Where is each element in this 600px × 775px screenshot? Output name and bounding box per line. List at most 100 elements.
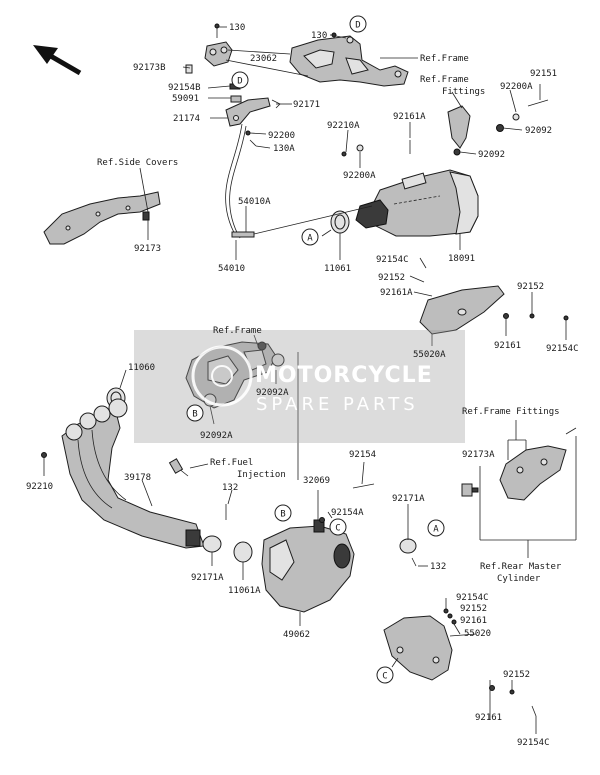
bolt-92154c-bottom [531,705,537,717]
label-18091: 18091 [448,254,475,264]
gasket-11061a [233,541,253,563]
label-92210a: 92210A [327,121,360,131]
bracket-92173a [461,483,479,497]
label-92161a: 92161A [393,112,426,122]
damper-92092-right [496,124,504,132]
label-11060: 11060 [128,363,155,373]
collar-92161-bottom [489,685,495,691]
label-92152-top: 92152 [378,273,405,283]
label-92161-top: 92161A [380,288,413,298]
label-132-left: 132 [222,483,238,493]
label-92152-right: 92152 [517,282,544,292]
svg-text:D: D [237,77,242,87]
ref-marker-a-top: A [301,228,319,246]
rear-frame-bracket [289,35,409,87]
label-92173a: 92173A [462,450,495,460]
label-92200a-left: 92200A [343,171,376,181]
watermark-logo-icon [191,345,253,407]
label-92171a-left: 92171A [191,573,224,583]
gasket-11061 [330,210,350,234]
label-92200a-top: 92200A [500,82,533,92]
grommet-92173b [185,64,193,74]
damper-59091 [230,95,242,103]
label-92173: 92173 [134,244,161,254]
label-ref-frame-fittings-2: Fittings [442,87,485,97]
heat-guard-55020 [383,615,453,681]
ref-marker-b-lower: B [274,504,292,522]
label-92151: 92151 [530,69,557,79]
label-ref-rear-master-1: Ref.Rear Master [480,562,562,572]
svg-text:C: C [382,672,387,682]
label-ref-frame-fittings-3: Ref.Frame Fittings [462,407,560,417]
label-55020: 55020 [464,629,491,639]
label-ref-frame-mid: Ref.Frame [213,326,262,336]
label-ref-fuel-1: Ref.Fuel [210,458,253,468]
label-92154a: 92154A [331,508,364,518]
svg-text:D: D [355,21,360,31]
label-55020a: 55020A [413,350,446,360]
ref-marker-c-bottom: C [376,666,394,684]
side-cover-bracket [43,191,161,245]
label-130-top: 130 [229,23,245,33]
label-92092-right: 92092 [525,126,552,136]
label-23062: 23062 [250,54,277,64]
label-92154: 92154 [349,450,376,460]
label-92210: 92210 [26,482,53,492]
svg-text:B: B [280,510,285,520]
rear-master-cylinder-bracket [499,427,577,501]
label-49062: 49062 [283,630,310,640]
label-130-frame: 130 [311,31,327,41]
label-ref-fuel-2: Injection [237,470,286,480]
label-92161-right: 92161 [494,341,521,351]
front-direction-arrow-icon [33,45,82,76]
washer-92200 [245,130,251,136]
bolt-92210a [341,151,347,157]
label-92154c-right: 92154C [546,344,579,354]
leader-lines [43,26,577,734]
label-92173b: 92173B [133,63,166,73]
ref-marker-d-top: D [349,15,367,33]
label-54010: 54010 [218,264,245,274]
label-92152-mid: 92152 [460,604,487,614]
ref-marker-d-left: D [231,71,249,89]
bracket-21174 [225,97,271,127]
part-labels: 130 130 92173B 23062 Ref.Frame 92154B 59… [26,23,579,748]
label-130a: 130A [273,144,295,154]
label-92161-mid: 92161 [460,616,487,626]
label-92092-left: 92092 [478,150,505,160]
label-54010a: 54010A [238,197,271,207]
washer-92154a [319,517,325,523]
label-92154c-bottom: 92154C [517,738,550,748]
nut-92210 [41,452,47,458]
label-32069: 32069 [303,476,330,486]
washer-92200a-left [356,144,364,152]
label-132-right: 132 [430,562,446,572]
silencer-49062 [261,519,355,613]
label-11061: 11061 [324,264,351,274]
bolt-92154 [352,483,375,489]
svg-text:A: A [307,234,313,244]
label-ref-rear-master-2: Cylinder [497,574,541,584]
svg-text:B: B [192,410,197,420]
ref-marker-a-right: A [427,519,445,537]
bracket-23062 [204,41,233,67]
label-59091: 59091 [172,94,199,104]
ref-marker-c-lower: C [329,518,347,536]
clamp-92171a-right [399,538,417,554]
collar-92161-mid [451,619,457,625]
ref-marker-b-mid: B [186,404,204,422]
bracket-muffler-hanger [447,105,471,149]
collar-92161-right [503,313,509,319]
exhaust-header-39178 [61,398,205,549]
muffler-18091 [355,169,479,237]
label-21174: 21174 [173,114,200,124]
svg-text:C: C [335,524,340,534]
label-92092a-left: 92092A [200,431,233,441]
svg-text:A: A [433,525,439,535]
label-39178: 39178 [124,473,151,483]
bolt-130a [249,139,257,147]
label-92161-bottom: 92161 [475,713,502,723]
label-92154c-top: 92154C [376,255,409,265]
bolt-130-top [214,23,220,38]
watermark-banner: MOTORCYCLE SPARE PARTS [134,330,465,443]
